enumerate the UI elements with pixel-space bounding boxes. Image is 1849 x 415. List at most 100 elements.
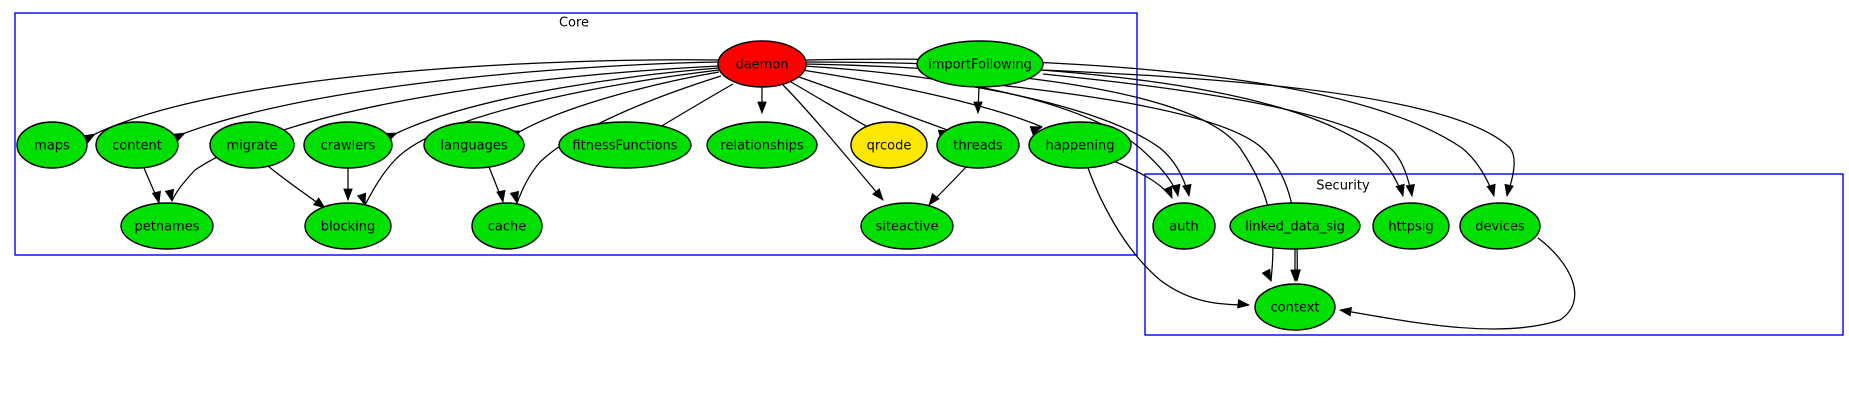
node-qrcode[interactable]: qrcode: [850, 121, 928, 169]
edge-line: [790, 81, 874, 131]
edge-arrowhead: [509, 190, 520, 205]
node-shape-devices[interactable]: [1459, 202, 1541, 250]
node-linked_data_sig[interactable]: linked_data_sig: [1229, 202, 1361, 250]
edge-migrate-to-blocking: [267, 165, 326, 209]
edge-arrowhead: [496, 189, 506, 204]
edge-line: [804, 61, 1404, 197]
edge-arrowhead: [1395, 183, 1405, 198]
node-shape-blocking[interactable]: [304, 202, 392, 250]
edge-arrowhead: [757, 101, 767, 115]
node-shape-languages[interactable]: [423, 121, 525, 169]
edge-arrowhead: [973, 101, 983, 115]
edge-arrowhead: [1290, 269, 1300, 283]
edge-line: [171, 65, 720, 202]
node-languages[interactable]: languages: [423, 121, 525, 169]
node-maps[interactable]: maps: [16, 121, 88, 169]
node-petnames[interactable]: petnames: [120, 202, 214, 250]
edges-layer: [82, 58, 1576, 330]
node-daemon[interactable]: daemon: [717, 40, 807, 88]
node-crawlers[interactable]: crawlers: [303, 121, 393, 169]
node-blocking[interactable]: blocking: [304, 202, 392, 250]
edge-line: [659, 83, 734, 128]
node-cache[interactable]: cache: [471, 202, 543, 250]
cluster-border-security: [1144, 173, 1844, 336]
edge-importFollowing-to-auth: [943, 81, 1192, 198]
edge-content-to-petnames: [143, 167, 161, 205]
node-shape-importFollowing[interactable]: [916, 40, 1044, 88]
edge-importFollowing-to-httpsig: [1042, 73, 1415, 198]
node-migrate[interactable]: migrate: [209, 121, 295, 169]
edge-arrowhead: [313, 197, 326, 209]
edge-arrowhead: [1405, 184, 1415, 198]
node-shape-context[interactable]: [1254, 283, 1336, 331]
edge-line: [801, 69, 1043, 128]
node-devices[interactable]: devices: [1459, 202, 1541, 250]
node-shape-petnames[interactable]: [120, 202, 214, 250]
node-shape-relationships[interactable]: [706, 121, 818, 169]
node-shape-maps[interactable]: [16, 121, 88, 169]
edge-importFollowing-to-context: [939, 78, 1301, 283]
node-shape-daemon[interactable]: [717, 40, 807, 88]
node-shape-crawlers[interactable]: [303, 121, 393, 169]
node-content[interactable]: content: [95, 121, 179, 169]
node-siteactive[interactable]: siteactive: [860, 202, 954, 250]
edge-line: [782, 84, 884, 201]
edge-arrowhead: [1504, 183, 1514, 198]
edge-daemon-to-auth: [803, 65, 1181, 198]
node-shape-cache[interactable]: [471, 202, 543, 250]
node-auth[interactable]: auth: [1152, 202, 1216, 250]
node-httpsig[interactable]: httpsig: [1372, 202, 1450, 250]
edge-line: [1110, 159, 1173, 199]
edge-threads-to-siteactive: [928, 166, 967, 206]
edge-line: [94, 59, 721, 135]
edge-arrowhead: [1237, 298, 1251, 309]
edge-line: [1042, 69, 1515, 197]
edge-arrowhead: [356, 192, 367, 207]
node-shape-siteactive[interactable]: [860, 202, 954, 250]
node-happening[interactable]: happening: [1028, 121, 1132, 169]
node-threads[interactable]: threads: [936, 121, 1020, 169]
edge-daemon-to-petnames: [164, 65, 720, 203]
edge-daemon-to-siteactive: [782, 84, 884, 201]
node-shape-happening[interactable]: [1028, 121, 1132, 169]
node-shape-httpsig[interactable]: [1372, 202, 1450, 250]
edge-line: [798, 76, 951, 132]
edge-arrowhead: [343, 188, 353, 202]
edge-daemon-to-happening: [801, 69, 1044, 136]
node-shape-threads[interactable]: [936, 121, 1020, 169]
node-fitnessFunctions[interactable]: fitnessFunctions: [558, 121, 692, 169]
node-shape-qrcode[interactable]: [850, 121, 928, 169]
edge-importFollowing-to-devices: [1042, 69, 1515, 198]
edge-arrowhead: [1338, 307, 1352, 317]
edge-devices-to-context: [1338, 237, 1576, 330]
edge-daemon-to-context: [804, 63, 1274, 283]
node-shape-fitnessFunctions[interactable]: [558, 121, 692, 169]
edge-arrowhead: [928, 193, 940, 206]
edge-daemon-to-httpsig: [804, 61, 1405, 198]
edge-crawlers-to-blocking: [343, 168, 353, 202]
node-shape-migrate[interactable]: [209, 121, 295, 169]
edge-importFollowing-to-threads: [973, 86, 983, 115]
edge-line: [184, 61, 721, 134]
edge-line: [1339, 237, 1576, 330]
node-relationships[interactable]: relationships: [706, 121, 818, 169]
edge-line: [1087, 167, 1250, 306]
edge-happening-to-auth: [1110, 159, 1173, 200]
edge-arrowhead: [1171, 183, 1181, 198]
edge-arrowhead: [872, 188, 884, 201]
cluster-label-security: Security: [1316, 179, 1370, 194]
node-importFollowing[interactable]: importFollowing: [916, 40, 1044, 88]
node-shape-content[interactable]: [95, 121, 179, 169]
node-context[interactable]: context: [1254, 283, 1336, 331]
edge-line: [943, 81, 1190, 197]
node-shape-auth[interactable]: [1152, 202, 1216, 250]
node-shape-linked_data_sig[interactable]: [1229, 202, 1361, 250]
edge-daemon-to-relationships: [757, 87, 767, 115]
edge-arrowhead: [151, 190, 161, 205]
edge-arrowhead: [1261, 268, 1272, 283]
edge-arrowhead: [1486, 183, 1496, 198]
edge-arrowhead: [164, 188, 175, 203]
